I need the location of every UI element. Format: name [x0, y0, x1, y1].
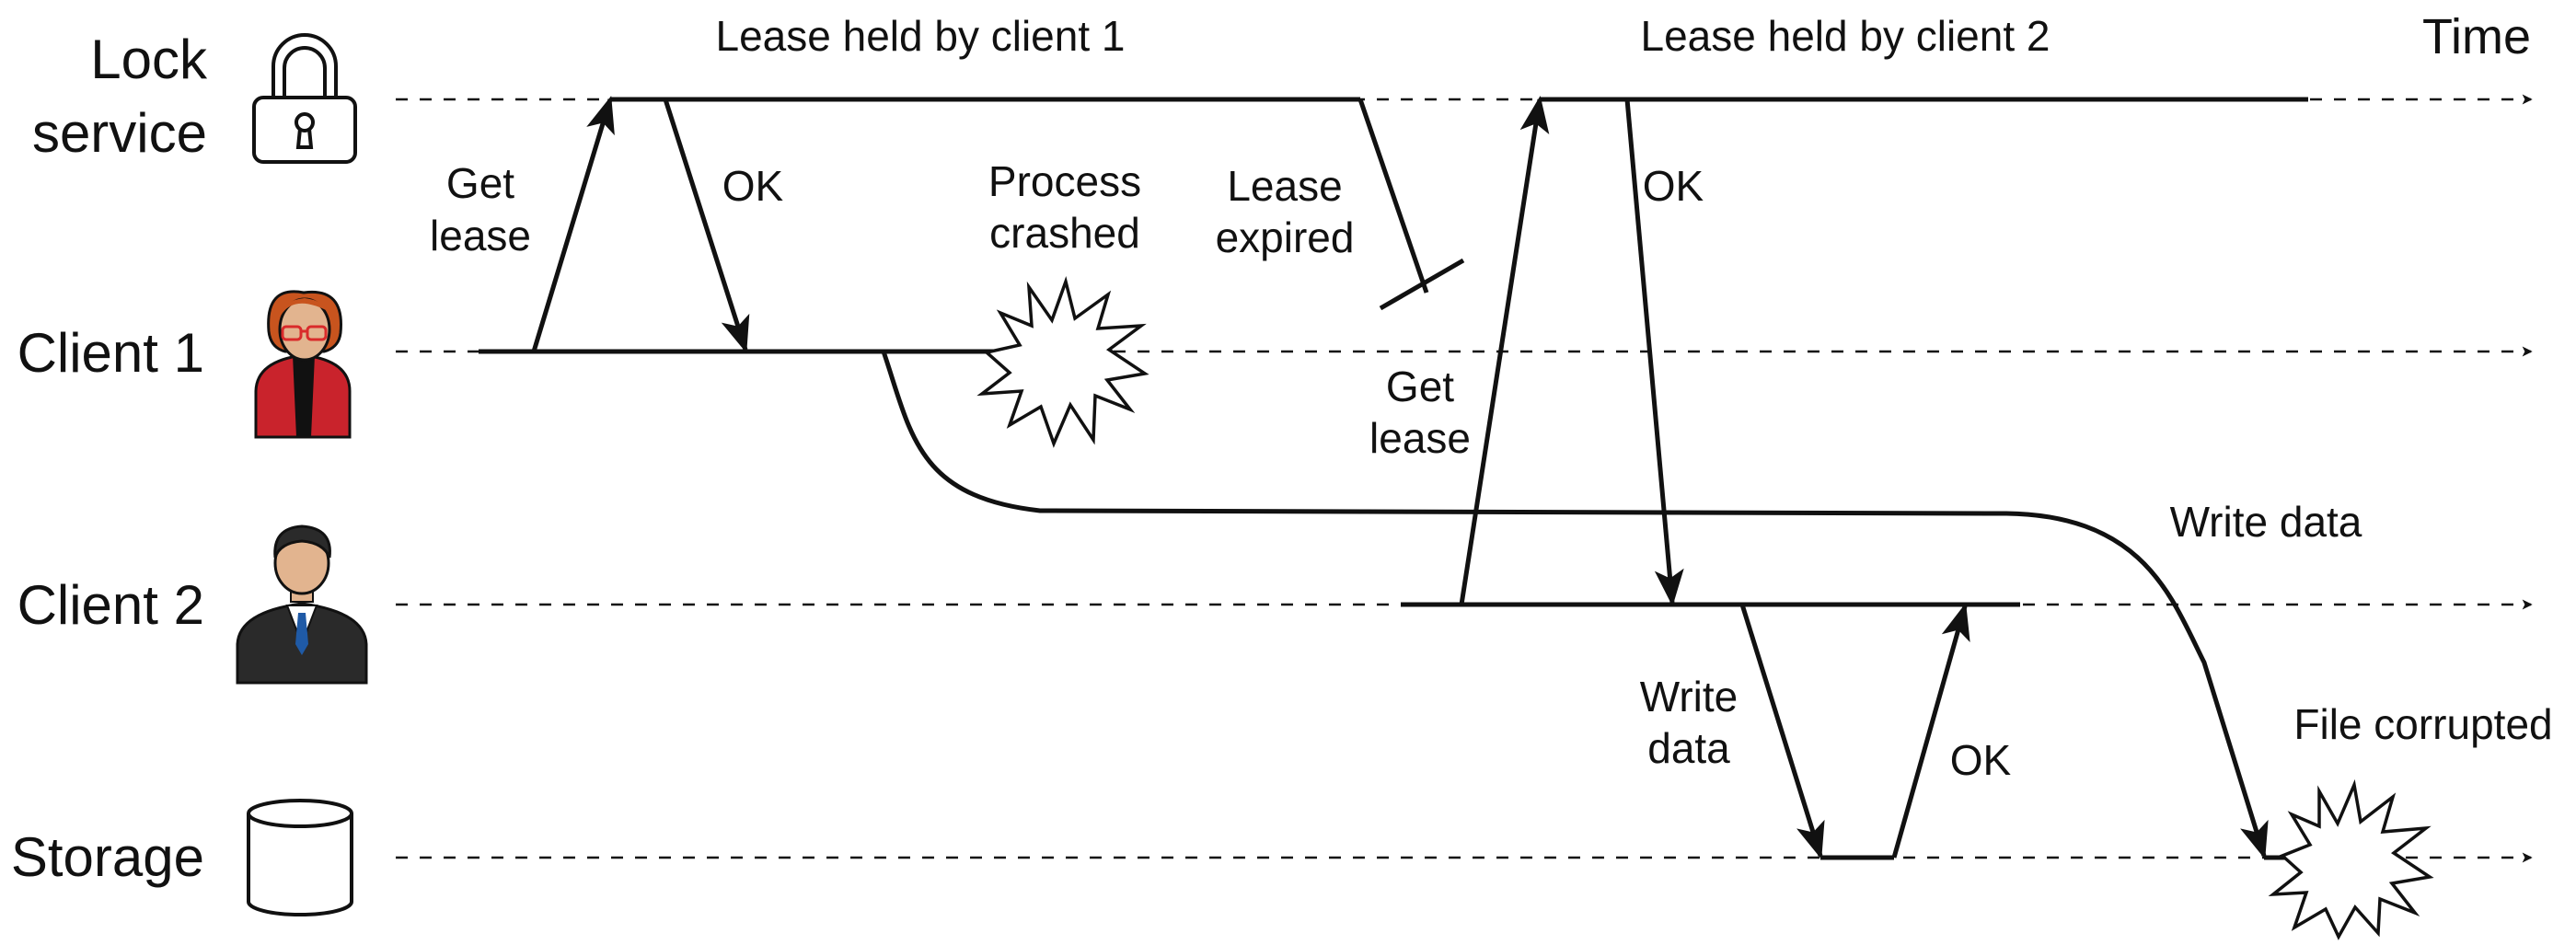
label-ok-2: OK: [1643, 162, 1704, 210]
label-write-data-2-line1: Write: [1640, 673, 1739, 720]
label-get-lease-2-line1: Get: [1386, 363, 1454, 410]
arrow-get-lease-client1: [531, 96, 615, 352]
label-get-lease-1-line2: lease: [430, 212, 531, 259]
label-file-corrupted: File corrupted: [2293, 700, 2552, 748]
label-get-lease-1-line1: Get: [446, 159, 514, 207]
time-axis-label: Time: [2422, 9, 2531, 64]
woman-avatar-icon: [254, 290, 352, 439]
lease-expiry-line: [1357, 98, 1429, 294]
arrow-write-data-client1-delayed: [881, 351, 2269, 859]
arrow-ok-from-storage: [1891, 603, 1970, 859]
lane-label-lock-line1: Lock: [90, 29, 208, 90]
label-get-lease-2-line2: lease: [1369, 414, 1471, 462]
arrow-ok-to-client1: [663, 98, 750, 353]
arrow-write-data-client2: [1739, 604, 1825, 859]
lease-expiry-cross: [1379, 258, 1465, 311]
lane-label-storage: Storage: [11, 826, 204, 888]
label-ok-1: OK: [722, 162, 784, 210]
database-cylinder-icon: [247, 799, 353, 916]
padlock-icon: [252, 33, 357, 164]
lane-label-client1: Client 1: [17, 322, 204, 384]
lane-label-lock-line2: service: [32, 102, 207, 164]
label-process-crashed-line2: crashed: [989, 209, 1140, 257]
man-avatar-icon: [236, 524, 368, 685]
label-process-crashed-line1: Process: [988, 157, 1141, 205]
label-lease-expired-line2: expired: [1216, 213, 1355, 261]
explosion-icon: [2268, 778, 2434, 940]
header-lease-client1: Lease held by client 1: [716, 12, 1126, 60]
label-ok-3: OK: [1950, 736, 2012, 784]
label-lease-expired-line1: Lease: [1227, 162, 1342, 210]
explosion-icon: [976, 275, 1149, 448]
label-write-data-1: Write data: [2170, 498, 2362, 546]
header-lease-client2: Lease held by client 2: [1641, 12, 2050, 60]
arrow-ok-to-client2: [1624, 98, 1684, 606]
label-write-data-2-line2: data: [1647, 724, 1730, 772]
arrow-get-lease-client2: [1459, 96, 1550, 605]
lane-label-client2: Client 2: [17, 574, 204, 636]
